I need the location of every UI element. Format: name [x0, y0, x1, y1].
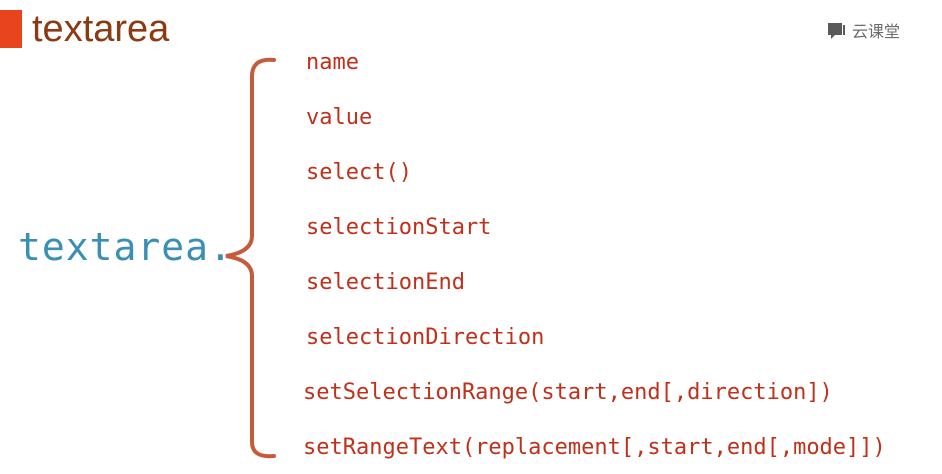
member-item: name: [306, 50, 359, 75]
logo: 云课堂: [826, 18, 900, 42]
member-item: setRangeText(replacement[,start,end[,mod…: [303, 435, 886, 460]
book-icon: [828, 23, 845, 39]
member-item: setSelectionRange(start,end[,direction]): [303, 380, 833, 405]
title-accent-bar: [0, 10, 22, 48]
object-label: textarea.: [18, 225, 233, 269]
member-item: selectionStart: [306, 215, 492, 240]
member-item: selectionDirection: [306, 325, 545, 350]
member-item: value: [306, 105, 373, 130]
member-item: selectionEnd: [306, 270, 465, 295]
curly-brace: [225, 57, 276, 459]
member-item: select(): [306, 160, 412, 185]
logo-text: 云课堂: [852, 22, 901, 41]
slide-title: textarea: [32, 8, 170, 50]
